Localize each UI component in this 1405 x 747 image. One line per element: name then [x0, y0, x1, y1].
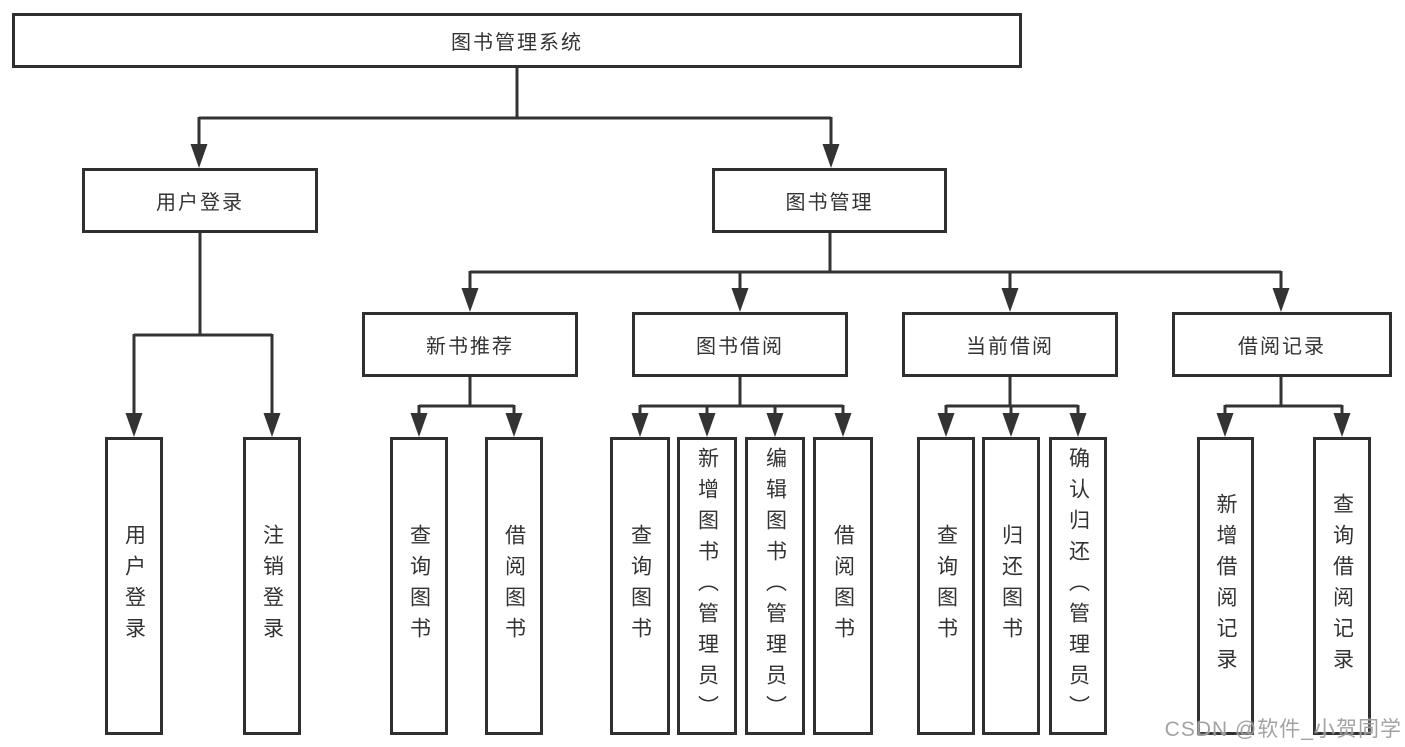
node-user-login: 用户登录: [82, 168, 318, 233]
leaf-newrec-query-books-label: 查询图书: [407, 524, 431, 648]
node-book-borrow: 图书借阅: [632, 312, 848, 377]
leaf-confirm-return-admin-label: 确认归还（管理员）: [1066, 446, 1090, 726]
node-root: 图书管理系统: [12, 13, 1022, 68]
leaf-edit-books-admin: 编辑图书（管理员）: [745, 437, 805, 735]
leaf-logout: 注销登录: [243, 437, 301, 735]
leaf-user-login-label: 用户登录: [122, 524, 146, 648]
leaf-newrec-query-books: 查询图书: [390, 437, 448, 735]
leaf-return-books-label: 归还图书: [999, 524, 1023, 648]
leaf-logout-label: 注销登录: [260, 524, 284, 648]
leaf-current-query-books-label: 查询图书: [934, 524, 958, 648]
node-book-management: 图书管理: [712, 168, 947, 233]
node-book-borrow-label: 图书借阅: [696, 336, 784, 358]
connector-bookborrow-to-leaves: [631, 377, 852, 437]
leaf-return-books: 归还图书: [982, 437, 1040, 735]
leaf-add-books-admin: 新增图书（管理员）: [677, 437, 737, 735]
leaf-borrow-query-books: 查询图书: [610, 437, 670, 735]
leaf-borrow-books-label: 借阅图书: [831, 524, 855, 648]
leaf-newrec-borrow-books-label: 借阅图书: [502, 524, 526, 648]
node-new-book-recommend-label: 新书推荐: [426, 336, 514, 358]
leaf-add-borrow-record-label: 新增借阅记录: [1214, 493, 1237, 679]
connector-currentborrow-to-leaves: [937, 377, 1087, 437]
leaf-borrow-books: 借阅图书: [813, 437, 873, 735]
leaf-current-query-books: 查询图书: [917, 437, 975, 735]
node-borrow-records-label: 借阅记录: [1238, 336, 1326, 358]
node-new-book-recommend: 新书推荐: [362, 312, 578, 377]
leaf-user-login: 用户登录: [105, 437, 163, 735]
connector-root-to-level2: [190, 68, 840, 168]
leaf-add-borrow-record: 新增借阅记录: [1197, 437, 1254, 735]
leaf-query-borrow-record: 查询借阅记录: [1313, 437, 1371, 735]
connector-bookmgmt-to-level3: [461, 233, 1290, 312]
watermark: CSDN @软件_小贺同学: [1164, 718, 1402, 741]
leaf-edit-books-admin-label: 编辑图书（管理员）: [763, 446, 787, 726]
leaf-query-borrow-record-label: 查询借阅记录: [1330, 493, 1354, 679]
connector-newbookrec-to-leaves: [410, 377, 523, 437]
leaf-confirm-return-admin: 确认归还（管理员）: [1049, 437, 1107, 735]
node-book-management-label: 图书管理: [785, 192, 874, 214]
node-borrow-records: 借阅记录: [1172, 312, 1392, 377]
leaf-add-books-admin-label: 新增图书（管理员）: [695, 446, 719, 726]
connector-borrowrecords-to-leaves: [1216, 377, 1351, 437]
node-current-borrow-label: 当前借阅: [966, 336, 1054, 358]
node-current-borrow: 当前借阅: [902, 312, 1118, 377]
leaf-newrec-borrow-books: 借阅图书: [485, 437, 543, 735]
connector-userlogin-to-leaves: [125, 233, 281, 437]
node-root-label: 图书管理系统: [451, 32, 583, 54]
node-user-login-label: 用户登录: [156, 192, 244, 214]
leaf-borrow-query-books-label: 查询图书: [628, 524, 652, 648]
